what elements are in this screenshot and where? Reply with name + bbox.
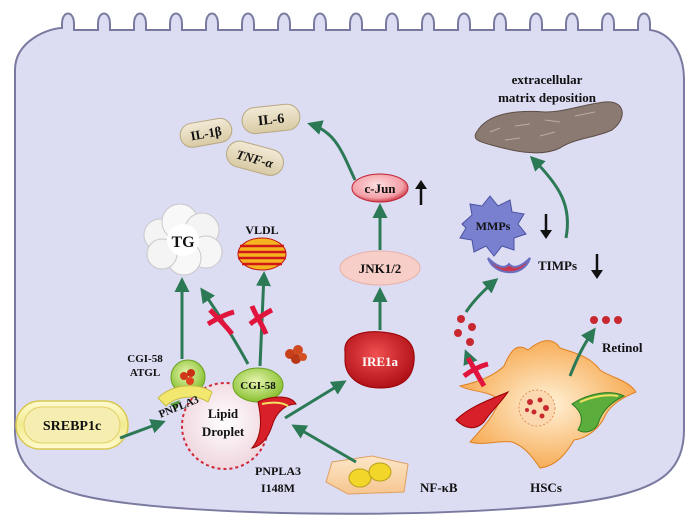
hsc-green-ribbon — [571, 392, 626, 433]
arrow-srebp1c-to-droplet — [119, 419, 166, 440]
il6-capsule: IL-6 — [241, 103, 301, 135]
arrow-hsc-to-retinol — [568, 327, 596, 377]
tg-cloud — [143, 203, 223, 276]
ecm-label-line1: extracellular — [512, 72, 583, 87]
pnpla3-band — [157, 385, 213, 407]
cgi58-atgl-label-line2: ATGL — [130, 367, 160, 379]
tg-label: TG — [171, 234, 195, 251]
atgl-particle-icon — [180, 369, 195, 385]
arrow-droplet-to-ire1a — [284, 380, 347, 420]
cjun-node — [351, 173, 409, 203]
ire1a-label: IRE1a — [362, 354, 399, 369]
mmps-label: MMPs — [476, 219, 511, 233]
nfkb-label: NF-κB — [420, 480, 458, 495]
hsc-nucleus — [518, 389, 556, 427]
cjun-up-arrow-icon — [415, 180, 427, 205]
ecm-deposition-shape — [474, 101, 623, 154]
il1b-capsule: IL-1β — [179, 117, 233, 148]
lipid-particle-icon — [285, 345, 307, 364]
il6-label: IL-6 — [257, 112, 285, 130]
hscs-label: HSCs — [530, 480, 562, 495]
arrow-timps-to-ecm — [529, 155, 569, 239]
arrow-cjun-to-cytokines — [307, 120, 357, 181]
pnpla3-i148m-label-line1: PNPLA3 — [255, 464, 301, 478]
hsc-red-ribbon — [455, 390, 510, 429]
inhibition-cross-tg — [206, 308, 235, 336]
cgi58-atgl-label-line1: CGI-58 — [127, 353, 163, 365]
ecm-label-line2: matrix deposition — [498, 90, 597, 105]
ecm-texture — [489, 111, 596, 141]
retinol-droplets — [590, 316, 622, 324]
ire1a-node — [344, 331, 415, 389]
arrow-droplets-to-timps — [464, 278, 499, 313]
cgi58-label: CGI-58 — [240, 380, 276, 392]
vldl-label: VLDL — [245, 223, 278, 237]
mmps-node — [459, 195, 527, 257]
red-droplets-left — [454, 315, 476, 346]
lipid-droplet-label-line2: Droplet — [202, 424, 245, 439]
cjun-label: c-Jun — [364, 181, 396, 196]
retinol-label: Retinol — [602, 340, 643, 355]
inhibition-cross-hsc — [462, 356, 489, 388]
srebp1c-label: SREBP1c — [43, 419, 101, 434]
pnpla3-i148m-ribbon — [250, 396, 297, 449]
jnk-label: JNK1/2 — [359, 261, 402, 276]
inhibition-cross-vldl — [248, 305, 274, 335]
tnfa-capsule: TNF-α — [226, 140, 284, 176]
pnpla3-i148m-label-line2: I148M — [261, 481, 295, 495]
mmps-down-arrow-icon — [540, 214, 552, 239]
timps-label: TIMPs — [538, 258, 577, 273]
il1b-label: IL-1β — [189, 123, 223, 143]
lipid-droplet-label-line1: Lipid — [208, 406, 239, 421]
arrow-nfkb-to-pnpla3 — [291, 424, 357, 464]
jnk-node — [339, 250, 421, 286]
arrow-cgi58-to-vldl — [255, 271, 271, 367]
timps-down-arrow-icon — [591, 254, 603, 279]
timps-node — [487, 257, 531, 274]
pathway-arrows — [119, 120, 596, 464]
vldl-particle — [237, 237, 287, 271]
